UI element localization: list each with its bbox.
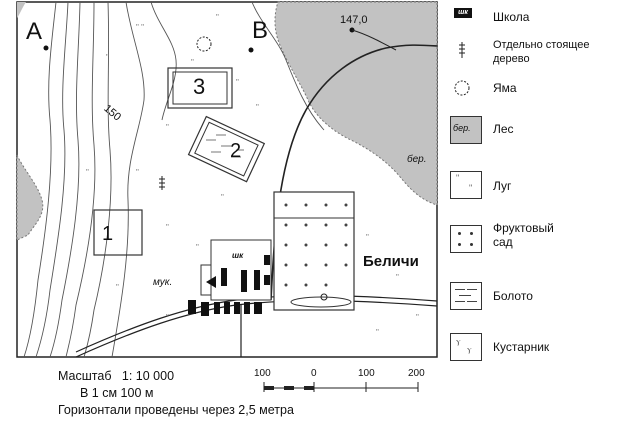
svg-text:": " xyxy=(236,78,239,87)
plot-2-frame xyxy=(187,115,266,183)
lone-tree-symbol xyxy=(159,176,165,190)
meadow-marks: " " " " " " " " " " " " " " " " " " " xyxy=(86,13,419,337)
svg-text:": " xyxy=(216,13,219,22)
forest-icon-text: бер. xyxy=(453,123,471,133)
svg-text:": " xyxy=(366,233,369,242)
svg-text:": " xyxy=(256,103,259,112)
pit-symbol xyxy=(196,36,212,52)
point-a-label: A xyxy=(26,18,43,45)
legend-forest-label: Лес xyxy=(493,122,514,136)
point-b-dot xyxy=(248,47,254,53)
svg-text:": " xyxy=(166,313,169,322)
scale-tick-left: 100 xyxy=(254,368,271,379)
svg-text:": " xyxy=(416,313,419,322)
spot-height-label: 147,0 xyxy=(340,14,368,26)
orchard-dots xyxy=(284,203,348,287)
scale-tick-200: 200 xyxy=(408,368,425,379)
svg-text:" ": " " xyxy=(136,23,144,32)
forest-area-left xyxy=(16,154,44,241)
svg-text:": " xyxy=(136,168,139,177)
legend-orchard-label: Фруктовый сад xyxy=(493,221,554,249)
point-a-dot xyxy=(43,45,49,51)
point-b-label: B xyxy=(252,17,269,44)
forest-icon: бер. xyxy=(450,116,482,144)
forest-label-right: бер. xyxy=(407,154,427,165)
plot-1-frame xyxy=(93,209,143,256)
scale-tick-zero: 0 xyxy=(311,368,317,379)
svg-text:": " xyxy=(396,273,399,282)
legend-school-label: Школа xyxy=(493,10,530,24)
village-buildings xyxy=(188,239,272,316)
svg-text:": " xyxy=(166,123,169,132)
legend-meadow-label: Луг xyxy=(493,179,512,193)
plot-1-number: 1 xyxy=(102,223,114,245)
svg-text:": " xyxy=(191,58,194,67)
svg-text:": " xyxy=(166,223,169,232)
school-icon: шк xyxy=(454,8,472,18)
lone-tree-icon xyxy=(459,42,465,58)
scale-bar: 100 0 100 200 xyxy=(254,368,425,398)
shrub-icon: ⲩ ⲩ xyxy=(450,333,482,361)
forest-area-right xyxy=(274,1,438,206)
orchard xyxy=(273,191,355,311)
svg-text:": " xyxy=(196,243,199,252)
swamp-icon xyxy=(450,282,482,310)
svg-text:": " xyxy=(106,53,109,62)
svg-text:": " xyxy=(221,193,224,202)
swamp-hatching xyxy=(206,134,244,158)
plot-3-number: 3 xyxy=(193,74,206,99)
svg-text:": " xyxy=(86,168,89,177)
svg-text:": " xyxy=(116,283,119,292)
contour-lines xyxy=(23,1,325,358)
scale-cm: В 1 см 100 м xyxy=(80,386,154,400)
village-name: Беличи xyxy=(363,253,419,270)
well-symbol xyxy=(320,293,328,301)
legend-shrub-label: Кустарник xyxy=(493,340,550,354)
svg-text:": " xyxy=(376,328,379,337)
topographic-map: " " " " " " " " " " " " " " " " " " " xyxy=(16,1,438,358)
legend-pit-label: Яма xyxy=(493,81,517,95)
forest-area-top-left xyxy=(17,2,26,18)
legend-swamp-label: Болото xyxy=(493,289,533,303)
legend-tree-label: Отдельно стоящее дерево xyxy=(493,39,590,65)
scale-tick-100: 100 xyxy=(358,368,375,379)
plot-2-number: 2 xyxy=(230,140,242,162)
pit-icon xyxy=(454,80,470,96)
mill-label: мук. xyxy=(153,277,173,288)
scale-contour-interval: Горизонтали проведены через 2,5 метра xyxy=(58,403,294,417)
plot-3-frame xyxy=(167,67,233,109)
orchard-icon xyxy=(450,225,482,253)
scale-ratio: Масштаб 1: 10 000 xyxy=(58,369,175,383)
meadow-icon: " " xyxy=(450,171,482,199)
plot-3-inner xyxy=(172,71,228,105)
school-label-on-map: шк xyxy=(232,251,244,260)
